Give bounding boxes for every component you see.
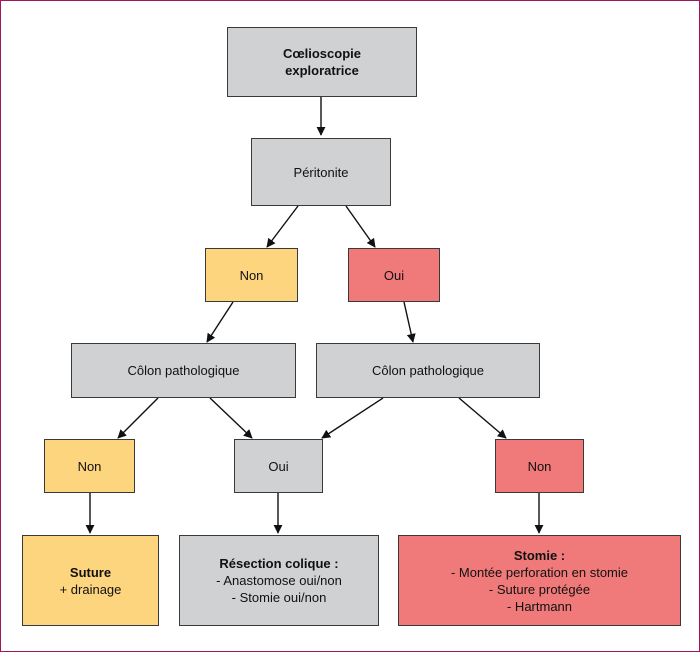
node-oui-top-label: Oui (383, 267, 405, 283)
arrow-colon-left-non (117, 397, 159, 439)
arrow-oui-colon-right (403, 301, 416, 343)
node-non-left-label: Non (77, 458, 102, 474)
node-oui-top: Oui (348, 248, 440, 302)
node-suture: Suture + drainage (22, 535, 159, 626)
node-resection-line-2: - Stomie oui/non (231, 590, 327, 605)
node-colon-left-label: Côlon pathologique (127, 363, 240, 378)
node-colon-right-label: Côlon pathologique (371, 363, 485, 378)
node-stomie-title: Stomie : (513, 547, 566, 563)
arrow-peritonite-non (266, 205, 299, 248)
node-suture-line: + drainage (59, 581, 122, 597)
node-non-left: Non (44, 439, 135, 493)
arrow-non-colon-left (206, 301, 234, 343)
node-stomie-line-3: - Hartmann (506, 598, 573, 614)
node-colon-right: Côlon pathologique (316, 343, 540, 398)
arrow-colon-left-oui (209, 397, 253, 439)
node-resection-line-1: - Anastomose oui/non (216, 573, 342, 588)
node-oui-mid-label: Oui (268, 458, 289, 474)
node-non-right-label: Non (527, 458, 552, 474)
node-suture-title: Suture (69, 564, 112, 580)
node-colon-left: Côlon pathologique (71, 343, 296, 398)
node-oui-mid: Oui (234, 439, 323, 493)
arrow-colon-right-oui (321, 397, 384, 439)
node-stomie-line-1: - Montée perforation en stomie (450, 564, 629, 580)
node-coelioscopie: Cœlioscopie exploratrice (227, 27, 417, 97)
node-resection: Résection colique : - Anastomose oui/non… (179, 535, 379, 626)
node-resection-title: Résection colique : (219, 556, 339, 571)
node-coelioscopie-line2: exploratrice (285, 63, 359, 78)
node-peritonite-label: Péritonite (293, 164, 349, 180)
arrow-colon-right-non (458, 397, 507, 439)
node-peritonite: Péritonite (251, 138, 391, 206)
node-stomie: Stomie : - Montée perforation en stomie … (398, 535, 681, 626)
node-non-right: Non (495, 439, 584, 493)
node-non-top-label: Non (239, 267, 264, 283)
node-coelioscopie-line1: Cœlioscopie (282, 46, 361, 61)
node-stomie-line-2: - Suture protégée (488, 581, 591, 597)
arrow-peritonite-oui (345, 205, 376, 248)
node-non-top: Non (205, 248, 298, 302)
